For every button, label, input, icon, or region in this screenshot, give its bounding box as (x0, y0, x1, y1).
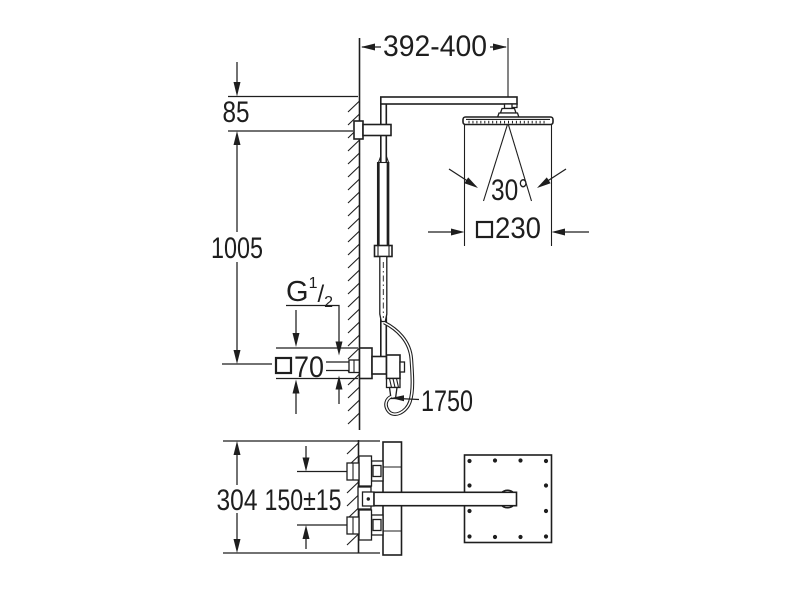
shower-hose (383, 320, 415, 416)
arrowhead-right (493, 43, 507, 51)
square-symbol (475, 220, 494, 239)
thread-size-label: G1/2 (286, 275, 333, 311)
dimension-head-size: 230 (428, 125, 589, 246)
dim-arm-drop-label: 85 (223, 96, 250, 129)
dim-spray-angle-label: 30° (491, 174, 528, 207)
shower-arm (379, 96, 518, 109)
spout-bar (373, 491, 518, 507)
arrowhead-up (233, 131, 241, 145)
wall-hatching-upper (347, 100, 360, 425)
dimension-rough-in-height: 304 (217, 440, 380, 554)
dimension-arm-drop: 85 (223, 62, 358, 145)
wall-bracket (353, 120, 392, 140)
dimension-hose-length: 1750 (391, 385, 473, 418)
dim-head-size-label: 230 (495, 212, 541, 245)
arrowhead-down (233, 82, 241, 97)
arrowhead-left (551, 228, 565, 236)
dim-hose-length-label: 1750 (421, 385, 473, 418)
dimension-pipe-height: 1005 (211, 145, 272, 365)
spray-angle-indicator: 30° (448, 124, 567, 207)
arrowhead (464, 177, 478, 188)
dimension-arm-reach: 392-400 (361, 30, 509, 116)
arrowhead (391, 395, 404, 402)
screw-holes (467, 458, 549, 540)
dim-rough-in-height-label: 304 (217, 484, 258, 517)
shower-valve (348, 347, 406, 400)
inlet-bottom (346, 509, 384, 541)
dim-inlet-spacing-label: 150±15 (265, 484, 342, 517)
arrowhead-right (451, 228, 465, 236)
dim-pipe-height-label: 1005 (211, 232, 263, 265)
wall-section-lower (346, 440, 360, 553)
dimension-inlet-spacing: 150±15 (265, 446, 351, 549)
dimension-thread-escutcheon: G1/2 70 (274, 275, 358, 414)
square-symbol (274, 356, 293, 375)
outlet-center (357, 486, 375, 510)
hose-nut (385, 377, 401, 389)
arrowhead (537, 177, 551, 188)
head-shower (462, 116, 554, 126)
dim-arm-reach-label: 392-400 (383, 30, 487, 63)
valve-escutcheon (358, 347, 373, 380)
thread-leader-line (286, 304, 340, 342)
inlet-top (346, 455, 384, 487)
valve-body (371, 355, 388, 375)
wall-hatching-lower (346, 442, 359, 546)
arrowhead-left (361, 43, 375, 51)
spray-nozzles (468, 120, 545, 124)
dim-escutcheon-label: 70 (294, 351, 324, 384)
arrowhead-down (233, 350, 241, 364)
hand-shower (373, 155, 393, 323)
diverter-block (385, 354, 401, 380)
